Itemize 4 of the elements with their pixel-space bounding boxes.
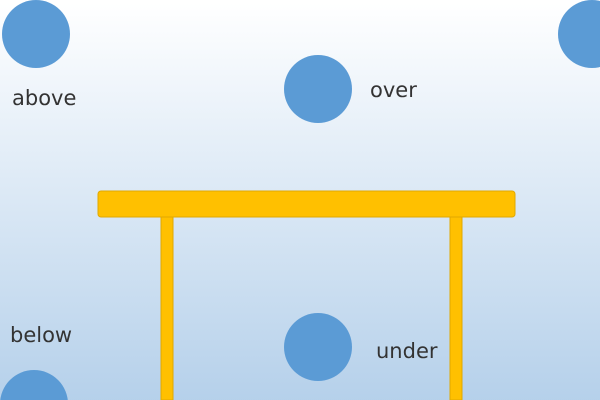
position-word: over [370,80,417,101]
position-word: below [10,325,72,346]
position-word: under [376,341,438,362]
position-word: above [12,88,76,109]
